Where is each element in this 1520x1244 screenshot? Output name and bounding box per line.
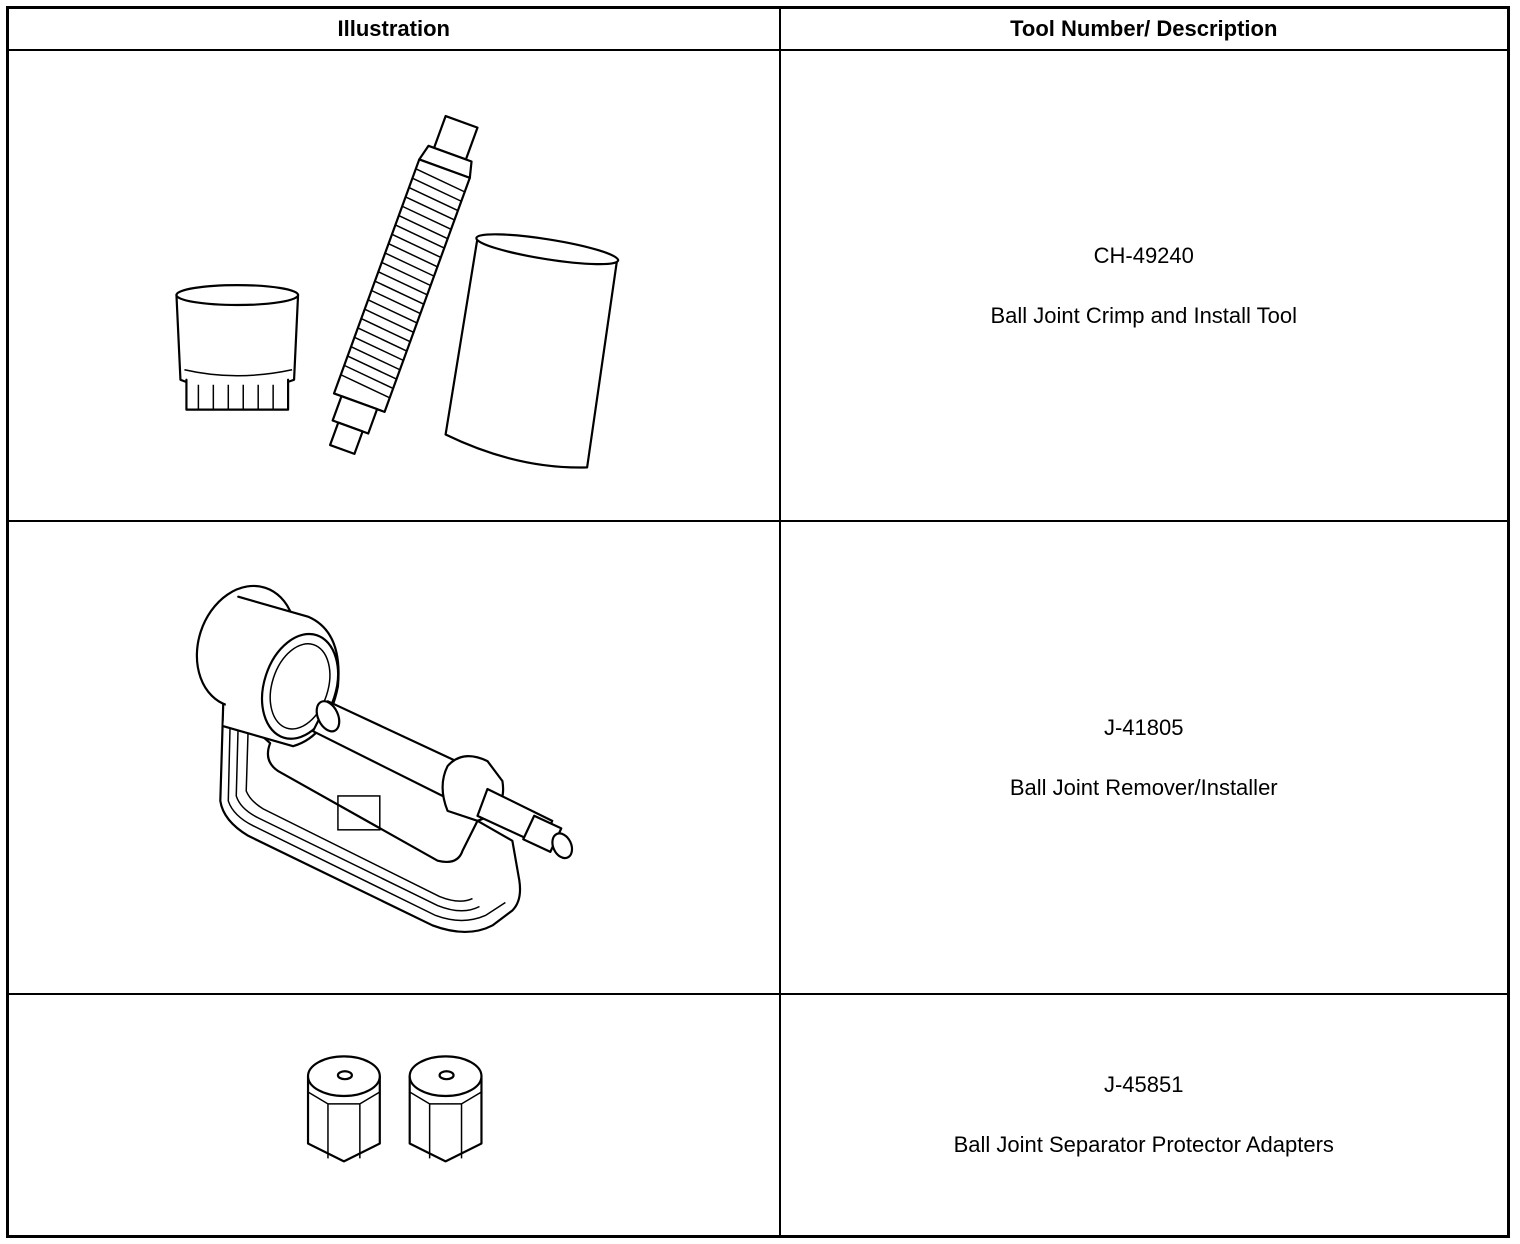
table-row: J-41805 Ball Joint Remover/Installer: [6, 520, 1510, 996]
table-row: J-45851 Ball Joint Separator Protector A…: [6, 993, 1510, 1238]
illustration-cell: [6, 993, 781, 1238]
table-row: CH-49240 Ball Joint Crimp and Install To…: [6, 49, 1510, 523]
header-row: Illustration Tool Number/ Description: [6, 6, 1510, 52]
tool-number: J-45851: [1103, 1072, 1184, 1098]
illustration-cell: [6, 49, 781, 523]
tool-number: J-41805: [1103, 714, 1184, 740]
ball-joint-crimp-install-tool-icon: [175, 114, 620, 469]
tool-number: CH-49240: [1093, 242, 1194, 268]
tool-description-cell: CH-49240 Ball Joint Crimp and Install To…: [778, 49, 1510, 523]
header-illustration: Illustration: [6, 6, 781, 52]
special-tools-table: Illustration Tool Number/ Description: [6, 6, 1510, 1238]
tool-description: Ball Joint Crimp and Install Tool: [990, 302, 1298, 328]
tool-description: Ball Joint Remover/Installer: [1009, 774, 1278, 800]
header-tool-description: Tool Number/ Description: [778, 6, 1510, 52]
tool-description-cell: J-45851 Ball Joint Separator Protector A…: [778, 993, 1510, 1238]
ball-joint-remover-installer-icon: [195, 585, 574, 934]
tool-description: Ball Joint Separator Protector Adapters: [953, 1132, 1334, 1158]
separator-protector-adapters-icon: [306, 1055, 483, 1163]
tool-description-cell: J-41805 Ball Joint Remover/Installer: [778, 520, 1510, 996]
illustration-cell: [6, 520, 781, 996]
